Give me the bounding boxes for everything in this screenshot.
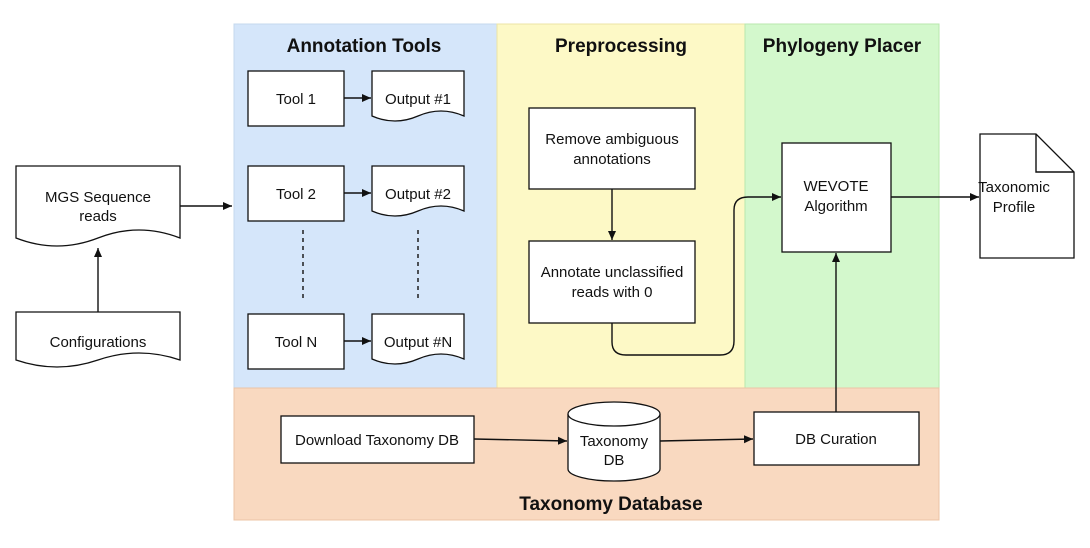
remove-ambiguous-node: Remove ambiguous annotations (528, 107, 696, 190)
taxonomy-database-title: Taxonomy Database (519, 494, 702, 515)
output-1-node: Output #1 (371, 70, 465, 122)
download-taxonomy-node: Download Taxonomy DB (280, 415, 475, 464)
annotate-unclassified-line-2: reads with 0 (572, 284, 653, 301)
tool-1-node: Tool 1 (247, 70, 345, 127)
preprocessing-title: Preprocessing (555, 36, 687, 57)
mgs-reads-line-2: reads (79, 208, 117, 225)
db-curation-label: DB Curation (795, 431, 877, 448)
output-1-label: Output #1 (385, 91, 451, 108)
svg-text:reads: reads (79, 208, 117, 225)
annotate-unclassified-node: Annotate unclassified reads with 0 (528, 240, 696, 324)
output-2-node: Output #2 (371, 165, 465, 217)
tool-n-node: Tool N (247, 313, 345, 370)
annotate-unclassified-line-1: Annotate unclassified (541, 264, 684, 281)
taxonomic-profile-line-1: Taxonomic (978, 179, 1050, 196)
configurations-label: Configurations (50, 334, 147, 351)
tool-2-node: Tool 2 (247, 165, 345, 222)
db-curation-node: DB Curation (753, 411, 920, 466)
wevote-line-1: WEVOTE (803, 178, 868, 195)
remove-ambiguous-line-2: annotations (573, 151, 651, 168)
output-n-label: Output #N (384, 334, 452, 351)
preprocessing-panel (496, 23, 746, 389)
mgs-reads-line-1: MGS Sequence (45, 189, 151, 206)
taxonomy-db-line-2: DB (604, 452, 625, 469)
taxonomy-db-node: Taxonomy DB (567, 401, 661, 482)
taxonomy-db-line-1: Taxonomy (580, 433, 649, 450)
phylogeny-placer-title: Phylogeny Placer (763, 36, 922, 57)
annotation-tools-title: Annotation Tools (287, 36, 442, 57)
wevote-line-2: Algorithm (804, 198, 867, 215)
svg-text:MGS Sequence: MGS Sequence (45, 189, 151, 206)
wevote-algorithm-node: WEVOTE Algorithm (781, 142, 892, 253)
configurations-node: Configurations (15, 311, 181, 368)
tool-2-label: Tool 2 (276, 186, 316, 203)
tool-n-label: Tool N (275, 334, 318, 351)
taxonomic-profile-node: Taxonomic Profile (978, 133, 1075, 259)
tool-1-label: Tool 1 (276, 91, 316, 108)
output-2-label: Output #2 (385, 186, 451, 203)
taxonomic-profile-line-2: Profile (993, 199, 1036, 216)
mgs-sequence-reads-node: MGS Sequence reads (15, 165, 181, 247)
remove-ambiguous-line-1: Remove ambiguous (545, 131, 678, 148)
download-to-taxonomy-db-arrow (473, 436, 568, 445)
download-taxonomy-label: Download Taxonomy DB (295, 432, 459, 449)
output-n-node: Output #N (371, 313, 465, 365)
taxonomy-db-to-curation-arrow (659, 435, 754, 444)
annotate-to-wevote-arrow (611, 193, 781, 356)
